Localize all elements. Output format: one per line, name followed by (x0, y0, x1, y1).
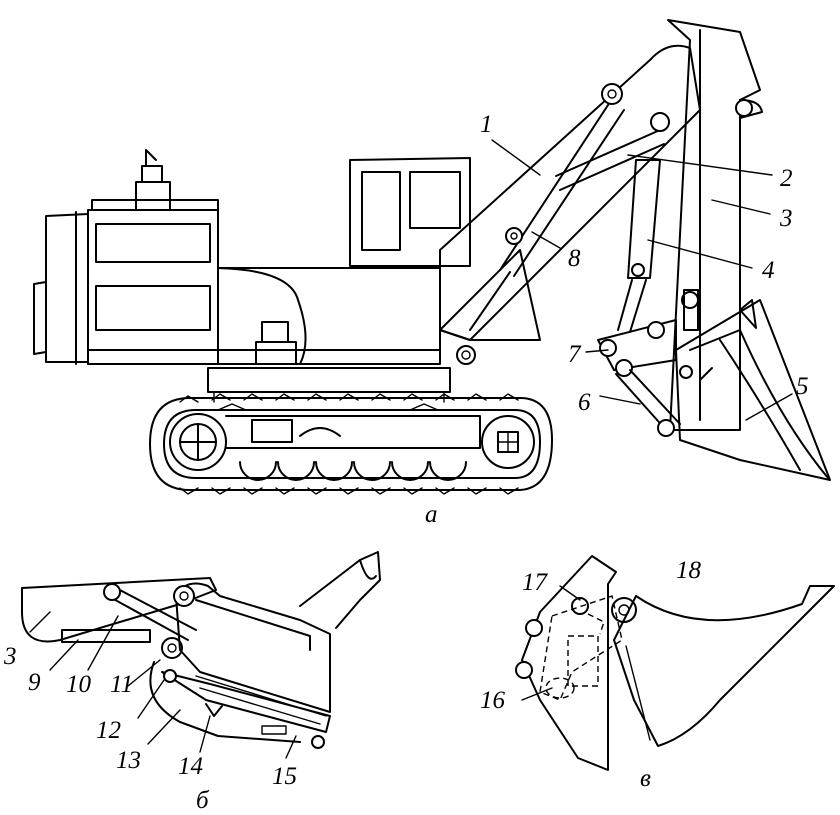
callout-8: 8 (568, 245, 581, 272)
callout-14: 14 (178, 753, 203, 780)
link-rod-2 (556, 130, 664, 190)
callout-11: 11 (110, 671, 133, 698)
leader-lines-v (522, 586, 580, 700)
panel-label-b: б (196, 787, 210, 814)
boom-cylinder-8 (470, 84, 624, 330)
callout-2: 2 (780, 165, 793, 192)
link-pin (651, 113, 669, 131)
bucket-5 (676, 300, 830, 480)
callout-4: 4 (762, 257, 775, 284)
callout-3b: 3 (3, 643, 17, 670)
callout-12: 12 (96, 717, 121, 744)
boom-1 (440, 46, 700, 364)
turntable (208, 368, 450, 392)
callout-6: 6 (578, 389, 591, 416)
panel-b-bucket-detail: 3 9 10 11 12 13 14 15 б (3, 552, 380, 814)
leader-lines-b (30, 612, 296, 758)
panel-label-v: в (640, 765, 651, 792)
part-9 (62, 630, 150, 642)
callout-13: 13 (116, 747, 141, 774)
callout-1: 1 (480, 111, 493, 138)
bucket-cylinder-4 (618, 160, 660, 332)
callout-17: 17 (522, 569, 549, 596)
operator-cab (350, 158, 470, 266)
callout-15: 15 (272, 763, 297, 790)
crawler-track (150, 394, 552, 494)
leader-lines-a (492, 140, 792, 420)
callout-7: 7 (568, 341, 582, 368)
panel-v-bucket-section: 16 17 18 в (480, 556, 834, 792)
bucket-linkage-6-7 (598, 320, 680, 436)
panel-label-a: а (425, 501, 438, 528)
callout-10: 10 (66, 671, 92, 698)
callout-16: 16 (480, 687, 506, 714)
callout-3: 3 (779, 205, 793, 232)
callout-18: 18 (676, 557, 702, 584)
callout-5: 5 (796, 373, 809, 400)
panel-a-excavator: 1 2 3 4 5 6 7 8 а (34, 20, 830, 528)
upper-house (34, 150, 440, 364)
callout-9: 9 (28, 669, 41, 696)
